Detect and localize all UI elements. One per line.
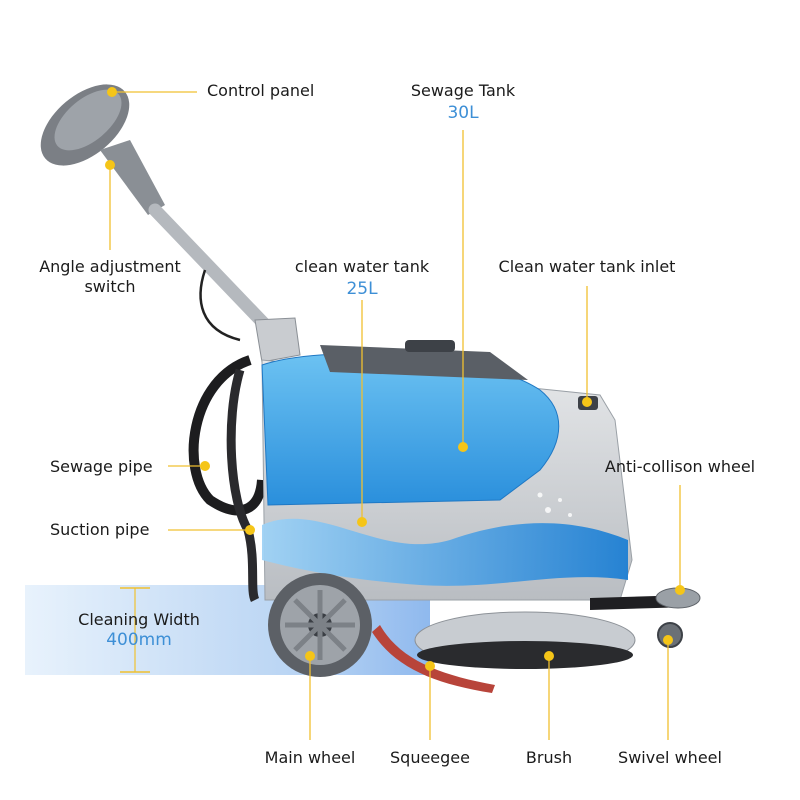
dot-brush [544,651,554,661]
squeegee-blade [372,625,495,693]
label-angle-adjustment-line1: Angle adjustment [39,257,181,276]
handle-pole [148,203,277,337]
dot-sewage-tank [458,442,468,452]
bubble [558,498,562,502]
handle-bracket [254,317,301,363]
leader-lines [109,91,681,740]
sewage-tank-lid [320,345,528,380]
label-suction-pipe: Suction pipe [50,520,150,539]
label-squeegee: Squeegee [390,748,470,767]
sewage-hose [188,355,267,516]
label-anti-collison-wheel: Anti-collison wheel [604,457,756,476]
label-sewage-pipe: Sewage pipe [50,457,153,476]
water-wave [262,518,628,586]
suction-hose [226,368,260,603]
value-clean-water-tank-capacity: 25L [346,279,378,299]
handle-grip [100,140,165,215]
label-clean-water-tank-inlet: Clean water tank inlet [498,257,676,276]
callout-dots [105,87,685,671]
main-wheel-spokes [285,590,355,660]
dot-swivel [663,635,673,645]
dot-main-wheel [305,651,315,661]
handle-cable [199,269,241,342]
label-control-panel: Control panel [207,81,315,100]
dot-suction-pipe [245,525,255,535]
dot-control-panel [107,87,117,97]
handle-assembly [40,84,301,363]
label-angle-adjustment-line2: switch [84,277,136,296]
label-brush: Brush [525,748,573,767]
label-main-wheel: Main wheel [264,748,356,767]
dot-angle-switch [105,160,115,170]
bubble [568,513,572,517]
bubble [545,507,551,513]
label-swivel-wheel: Swivel wheel [618,748,722,767]
brush-bristles [417,641,633,669]
dot-sewage-pipe [200,461,210,471]
dot-anti-collison [675,585,685,595]
value-sewage-tank-capacity: 30L [447,103,479,123]
dot-squeegee [425,661,435,671]
lid-handle [405,340,455,352]
label-clean-water-tank: clean water tank [294,257,430,276]
bubble [537,492,543,498]
control-panel-face [54,89,122,151]
hoses [188,355,267,603]
dot-inlet [582,397,592,407]
label-cleaning-width: Cleaning Width [78,610,200,629]
label-sewage-tank: Sewage Tank [410,81,516,100]
value-cleaning-width: 400mm [106,630,172,650]
dot-clean-water-tank [357,517,367,527]
